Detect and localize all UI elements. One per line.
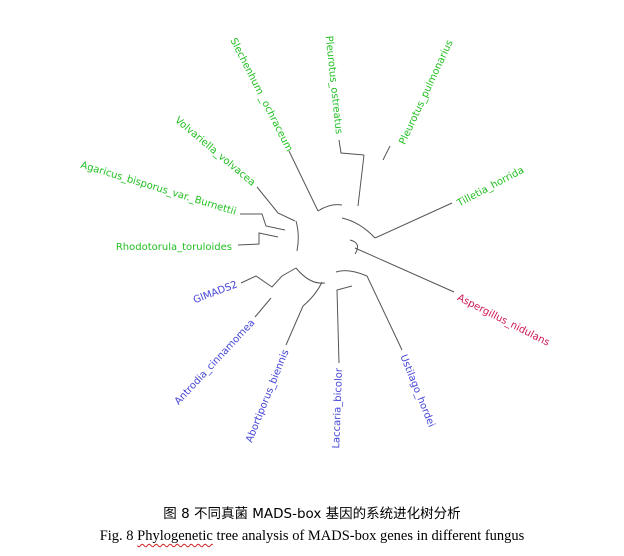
branch-ustilago xyxy=(335,270,403,351)
phylogenetic-tree: Slechenhum _ochraceum Pleurotus_ostreatu… xyxy=(79,35,551,448)
caption-en-prefix: Fig. 8 xyxy=(99,528,138,544)
leaf-label-pleurotus-ostreatus: Pleurotus_ostreatus xyxy=(323,35,344,134)
figure-caption-english: Fig. 8 Phylogenetic tree analysis of MAD… xyxy=(0,528,624,545)
leaf-label-laccaria: Laccaria_bicolor xyxy=(331,367,345,449)
leaf-label-antrodia: Antrodia_cinnamomea xyxy=(173,318,258,408)
leaf-label-glmads2: GlMADS2 xyxy=(192,279,239,306)
branch-glmads2 xyxy=(240,267,297,288)
leaf-label-volvariella: Volvariella_volvacea xyxy=(172,115,257,189)
figure-caption-chinese: 图 8 不同真菌 MADS-box 基因的系统进化树分析 xyxy=(163,506,461,522)
branch-aspergillus xyxy=(349,239,455,293)
leaf-label-abortiporus: Abortiporus_biennis xyxy=(244,348,291,444)
leaf-label-slechenhum: Slechenhum _ochraceum xyxy=(227,36,294,153)
branch-root xyxy=(295,220,326,284)
branch-pleurotus-ostreatus xyxy=(338,139,365,156)
branch-agaricus xyxy=(240,213,286,231)
leaf-label-rhodotorula: Rhodotorula_toruloides xyxy=(116,242,232,253)
leaf-label-pleurotus-pulmonarius: Pleurotus_pulmonarius xyxy=(397,39,455,147)
leaf-label-tilletia: Tilletia_horrida xyxy=(455,165,526,210)
leaf-label-aspergillus: Aspergillus_nidulans xyxy=(455,293,551,349)
branch-tilletia xyxy=(341,202,453,239)
leaf-labels: Slechenhum _ochraceum Pleurotus_ostreatu… xyxy=(79,35,551,448)
branch-rhodotorula xyxy=(237,232,279,246)
caption-en-rest: tree analysis of MADS-box genes in diffe… xyxy=(212,528,525,544)
branch-antrodia xyxy=(254,297,272,318)
branch-volvariella xyxy=(256,186,296,222)
leaf-label-ustilago: Ustilago_hordei xyxy=(397,353,436,429)
caption-en-underlined-word: Phylogenetic xyxy=(137,528,213,544)
branch-abortiporus xyxy=(285,281,323,346)
branch-laccaria xyxy=(336,285,353,364)
tree-branches xyxy=(237,139,455,364)
branch-slechenhum xyxy=(288,150,319,212)
leaf-label-agaricus: Agaricus_bisporus_var._Burnettii xyxy=(79,160,237,218)
branch-pleurotus-pulmonarius xyxy=(382,145,391,161)
branch-clade-pleurotus xyxy=(317,154,365,212)
